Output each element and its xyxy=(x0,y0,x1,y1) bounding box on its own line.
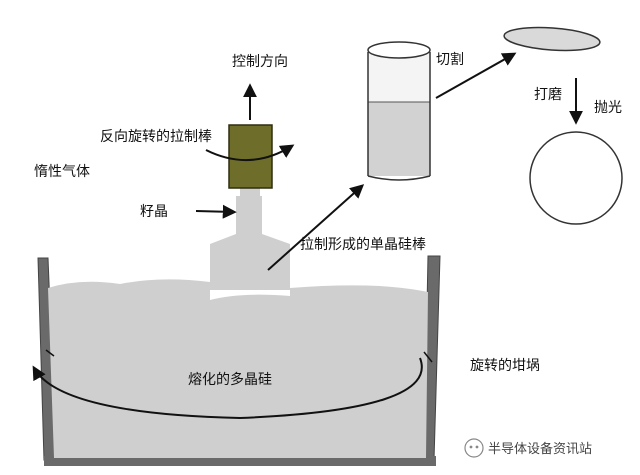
crucible-rotation-arrow xyxy=(32,357,423,420)
watermark-text: 半导体设备资讯站 xyxy=(488,441,592,457)
label-cutting: 切割 xyxy=(436,51,464,68)
watermark-icon-dot-left xyxy=(469,445,473,449)
finished-ingot-bottom-half xyxy=(368,102,430,176)
label-grinding: 打磨 xyxy=(534,86,562,103)
label-inert-gas: 惰性气体 xyxy=(34,164,90,180)
rod-rotation-arrow xyxy=(205,144,295,161)
pull-rod xyxy=(228,124,273,189)
label-pull-direction: 控制方向 xyxy=(232,54,288,70)
seed-crystal-arrow xyxy=(195,204,237,219)
finished-ingot-base xyxy=(367,175,431,181)
watermark-icon-dot-right xyxy=(475,445,479,449)
finished-ingot-top xyxy=(367,41,431,59)
watermark-icon xyxy=(464,438,484,458)
polished-wafer xyxy=(529,131,623,225)
crucible-bottom xyxy=(44,456,436,466)
crucible-rotation-tick-left xyxy=(45,349,55,357)
molten-polysilicon xyxy=(48,279,428,458)
label-seed-crystal: 籽晶 xyxy=(140,204,168,220)
label-molten-polysilicon: 熔化的多晶硅 xyxy=(188,371,272,388)
ingot-to-rod-arrow xyxy=(267,184,365,271)
label-single-crystal-ingot: 拉制形成的单晶硅棒 xyxy=(300,237,426,253)
cut-wafer xyxy=(503,26,601,52)
cutting-arrow xyxy=(435,52,517,99)
finished-ingot xyxy=(367,41,431,181)
crucible-rotation-tick-right xyxy=(423,351,433,363)
seed-crystal-body xyxy=(240,188,260,198)
label-polishing: 抛光 xyxy=(594,100,622,116)
label-counter-rotating-rod: 反向旋转的拉制棒 xyxy=(100,129,212,145)
label-rotating-crucible: 旋转的坩埚 xyxy=(470,358,540,374)
finished-ingot-top-half xyxy=(368,52,430,102)
forming-ingot xyxy=(210,196,290,290)
watermark-icon-bubble xyxy=(464,438,484,458)
